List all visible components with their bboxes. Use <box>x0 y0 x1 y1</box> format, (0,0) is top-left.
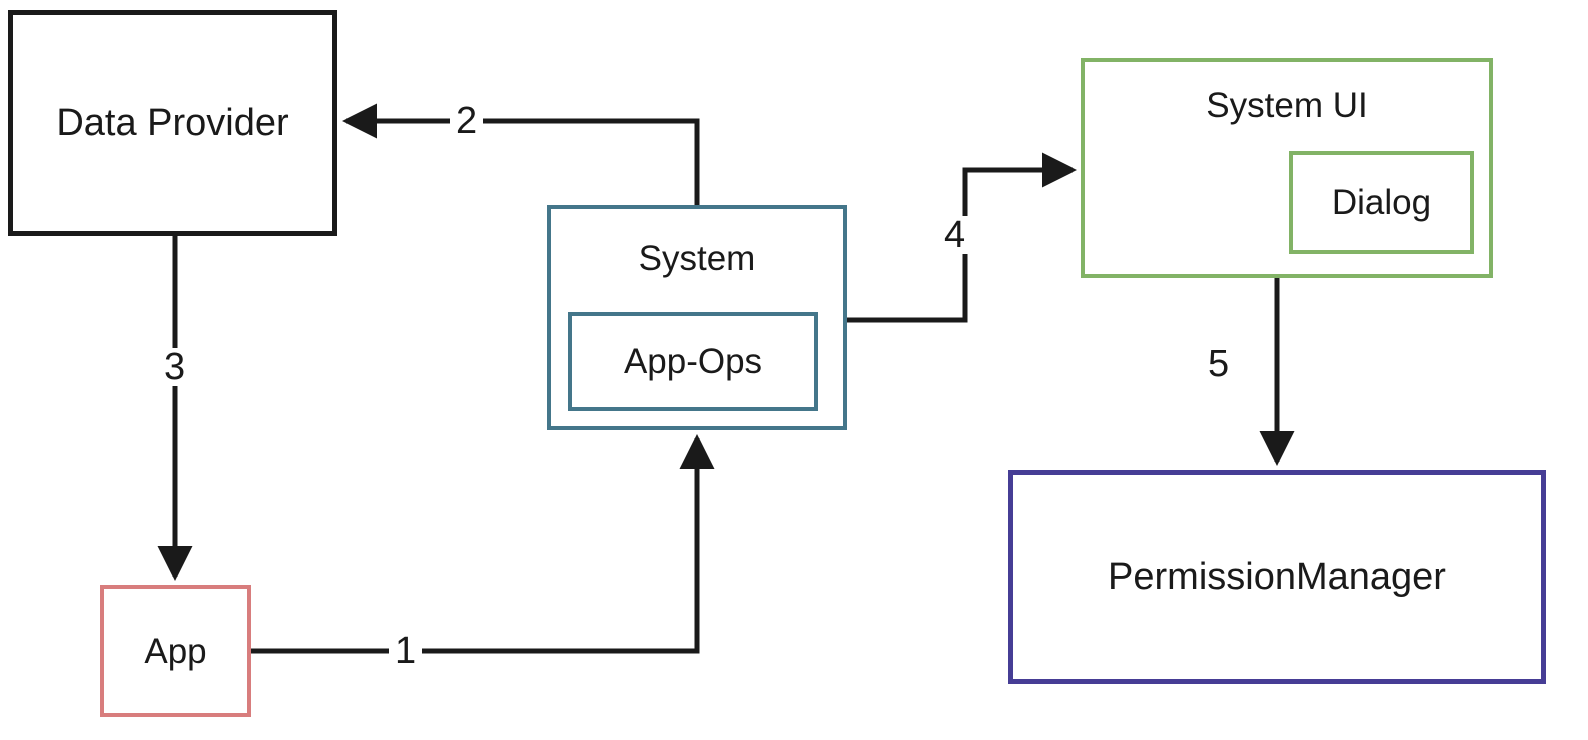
node-app-label: App <box>144 631 207 671</box>
edge-1-path <box>251 433 715 654</box>
node-permission-manager[interactable]: PermissionManager <box>1008 470 1546 684</box>
edge-label-2: 2 <box>450 102 484 140</box>
node-data-provider-label: Data Provider <box>56 102 289 144</box>
edge-label-5: 5 <box>1202 345 1236 383</box>
node-dialog-label: Dialog <box>1331 183 1432 222</box>
edge-label-1: 1 <box>389 632 423 670</box>
node-app-ops[interactable]: App-Ops <box>568 312 818 411</box>
edge-2-path <box>341 103 700 205</box>
edge-label-3: 3 <box>158 348 192 386</box>
node-system-label: System <box>638 239 756 278</box>
node-dialog[interactable]: Dialog <box>1289 151 1474 254</box>
node-app[interactable]: App <box>100 585 251 717</box>
node-data-provider[interactable]: Data Provider <box>8 10 337 236</box>
edge-label-4: 4 <box>938 216 972 254</box>
node-app-ops-label: App-Ops <box>623 342 763 381</box>
node-permission-manager-label: PermissionManager <box>1108 556 1446 598</box>
node-system-ui-label: System UI <box>1206 86 1368 125</box>
